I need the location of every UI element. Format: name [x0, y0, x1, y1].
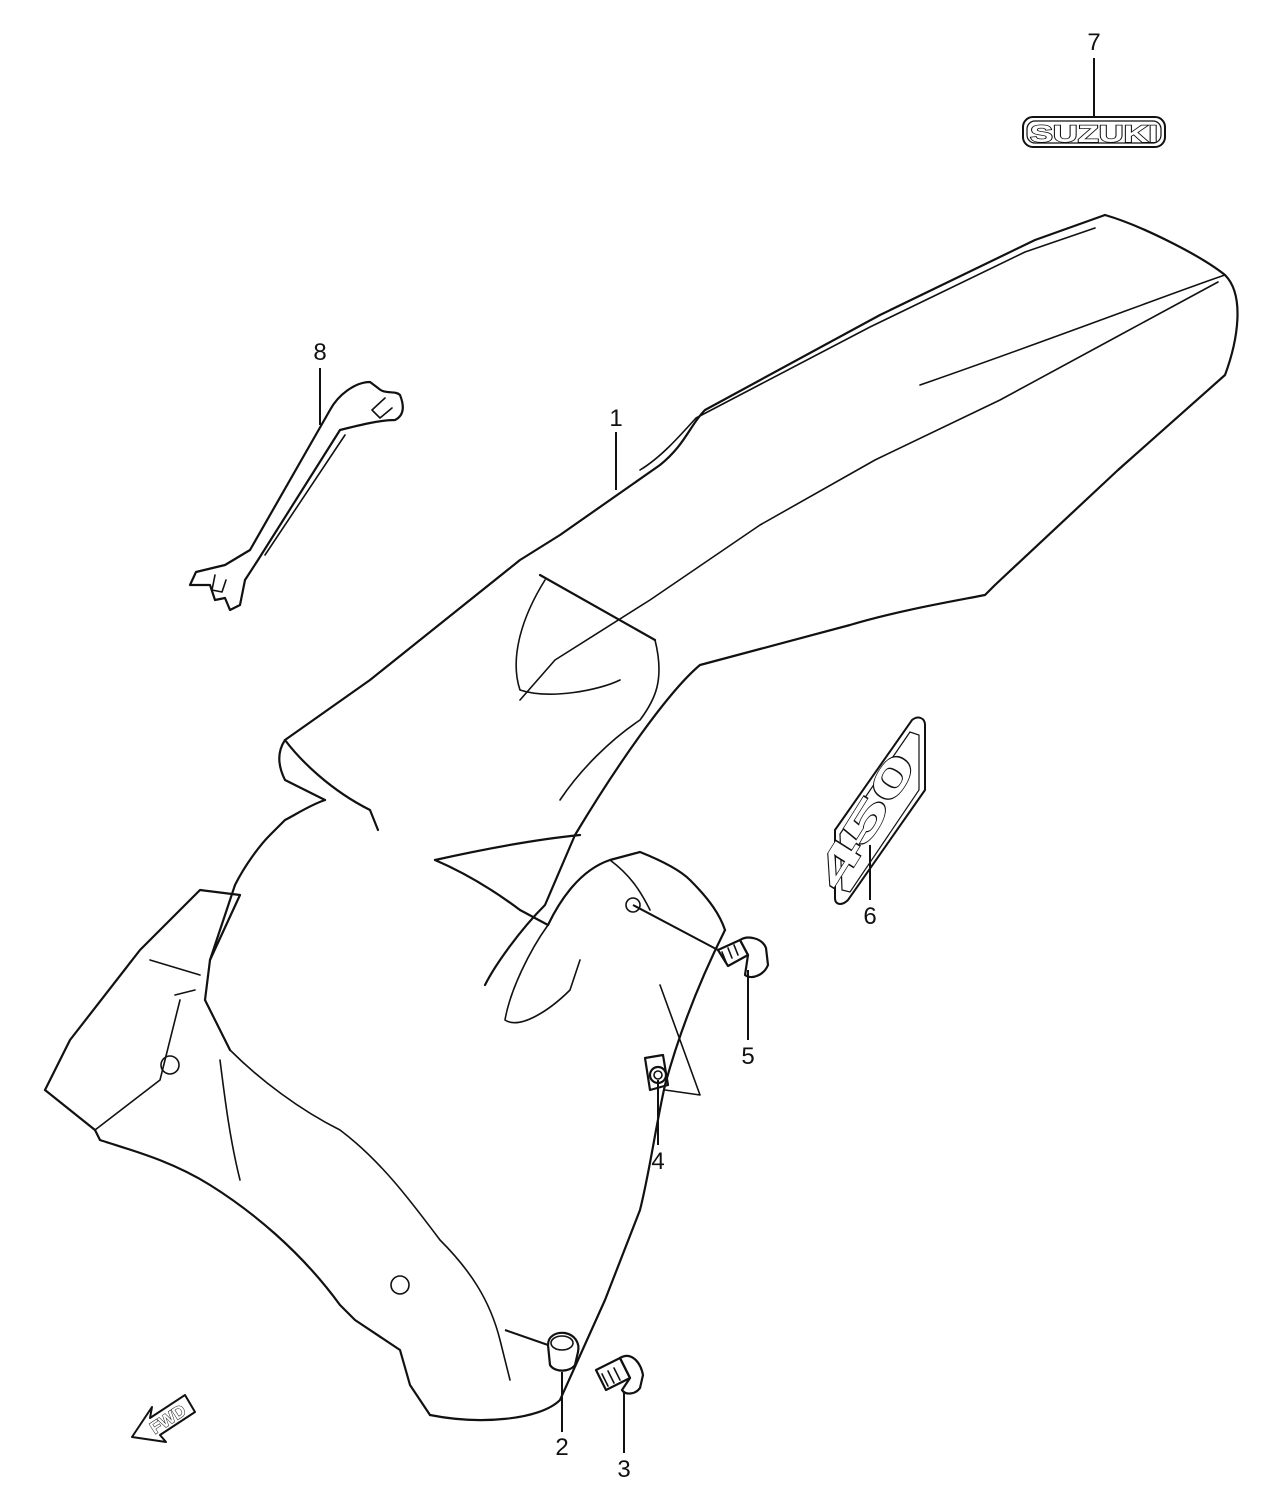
callout-8: 8 [313, 339, 326, 366]
bolt-lower [594, 1354, 645, 1395]
callout-3: 3 [617, 1456, 630, 1483]
suzuki-emblem-text: SUZUKI [1030, 121, 1158, 148]
bolt-upper [716, 936, 770, 979]
rear-fender [43, 213, 1239, 1422]
callout-5: 5 [741, 1043, 754, 1070]
emblem-450: 450 [805, 716, 926, 905]
callout-6: 6 [863, 903, 876, 930]
callout-2: 2 [555, 1434, 568, 1461]
callout-7: 7 [1087, 29, 1100, 56]
emblem-suzuki: SUZUKI [1022, 116, 1166, 149]
callouts: 7 8 1 6 5 4 2 3 [313, 29, 1100, 1483]
callout-1: 1 [609, 405, 622, 432]
callout-4: 4 [651, 1148, 664, 1175]
leader-lines [319, 58, 1095, 1453]
nut [546, 1331, 580, 1372]
spanner [188, 380, 404, 612]
fwd-arrow-icon: FWD [131, 1394, 196, 1443]
